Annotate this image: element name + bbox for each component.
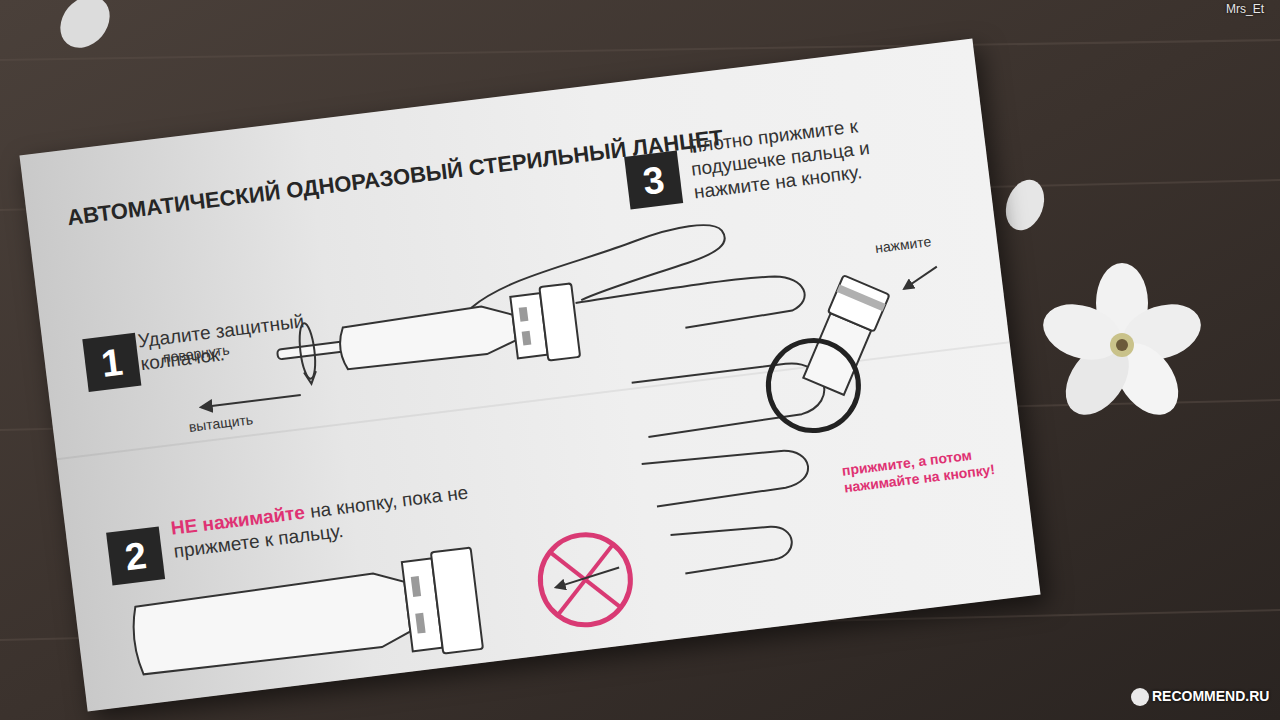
flower xyxy=(1036,263,1208,427)
step-number-box: 2 xyxy=(106,526,165,585)
prohibited-symbol xyxy=(535,530,635,630)
step-number-box: 1 xyxy=(82,333,141,392)
lancet-step3 xyxy=(801,275,890,396)
step-text: Удалите защитный колпачок. xyxy=(137,308,326,376)
step-number: 3 xyxy=(641,160,667,200)
petal xyxy=(999,174,1051,235)
warning-note: прижмите, а потом нажимайте на кнопку! xyxy=(841,443,1004,496)
step-text: Плотно прижмите к подушечке пальца и наж… xyxy=(687,106,943,204)
watermark: Mrs_Et xyxy=(1226,2,1264,16)
press-arrow xyxy=(902,267,939,289)
step-number-box: 3 xyxy=(624,150,683,209)
action-label: нажмите xyxy=(874,228,975,257)
lancet-illustration xyxy=(19,39,1040,712)
petal xyxy=(50,0,120,58)
lancet-step2 xyxy=(128,548,483,691)
hand-outline xyxy=(465,212,845,595)
watermark: RECOMMEND.RU xyxy=(1152,688,1269,705)
press-point-circle xyxy=(763,335,863,435)
watermark-icon xyxy=(1131,688,1149,706)
step-number: 1 xyxy=(99,342,125,382)
step-number: 2 xyxy=(123,536,149,576)
leaflet-sheet: НЕ нажимайтена кнопку, пока не прижмете … xyxy=(19,39,1040,712)
